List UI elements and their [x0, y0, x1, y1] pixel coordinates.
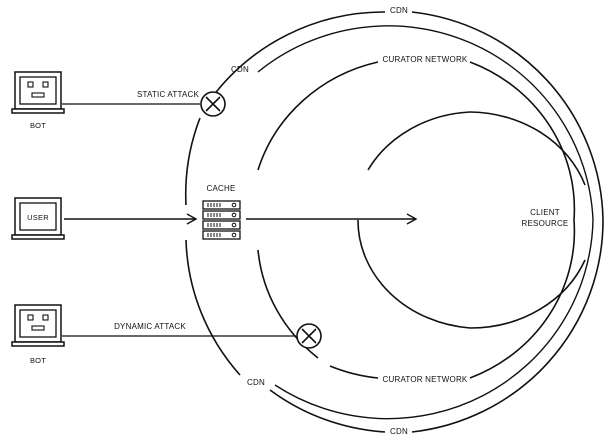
cdn-label-top: CDN [390, 6, 408, 15]
client-ring-arc [357, 219, 471, 329]
client-resource-ring [357, 111, 586, 329]
curator-ring-arc [257, 61, 379, 171]
server-unit [202, 210, 241, 220]
user-label: USER [27, 213, 49, 222]
server-rack-icon [202, 200, 241, 240]
bot-label-top: BOT [30, 121, 46, 130]
cdn-ring-arc [411, 219, 604, 433]
client-ring-arc [469, 111, 586, 186]
cdn-ring-arc [185, 239, 241, 376]
cdn-label-lower-left: CDN [247, 378, 265, 387]
server-unit [202, 200, 241, 210]
curator-ring-arc [469, 61, 576, 221]
curator-ring-arc [329, 365, 379, 379]
curator-ring-arc [469, 219, 576, 379]
bot-laptop-icon [11, 304, 65, 347]
client-resource-label-line2: RESOURCE [522, 219, 569, 228]
server-unit [202, 230, 241, 240]
cdn-ring-inner-arc [257, 25, 594, 221]
client-resource-label-line1: CLIENT [530, 208, 560, 217]
blocked-x-icon [296, 323, 322, 349]
client-ring-arc [469, 259, 586, 329]
cache-label: CACHE [206, 184, 235, 193]
cdn-label-upper-left: CDN [231, 65, 249, 74]
cdn-ring-arc [209, 11, 386, 101]
cdn-ring-inner-arc [274, 219, 594, 420]
bot-laptop-icon [11, 71, 65, 114]
cdn-ring-arc [269, 389, 386, 433]
static-attack-label: STATIC ATTACK [137, 90, 199, 99]
cdn-label-bottom: CDN [390, 427, 408, 436]
curator-network-label-bottom: CURATOR NETWORK [383, 375, 468, 384]
bot-label-bottom: BOT [30, 356, 46, 365]
user-laptop-icon [11, 197, 65, 240]
client-ring-arc [367, 111, 471, 171]
cdn-ring [184, 11, 604, 433]
curator-network-label-top: CURATOR NETWORK [383, 55, 468, 64]
cdn-ring-arc [184, 117, 201, 206]
server-unit [202, 220, 241, 230]
dynamic-attack-label: DYNAMIC ATTACK [114, 322, 186, 331]
blocked-x-icon [200, 91, 226, 117]
cdn-ring-arc [411, 11, 604, 221]
